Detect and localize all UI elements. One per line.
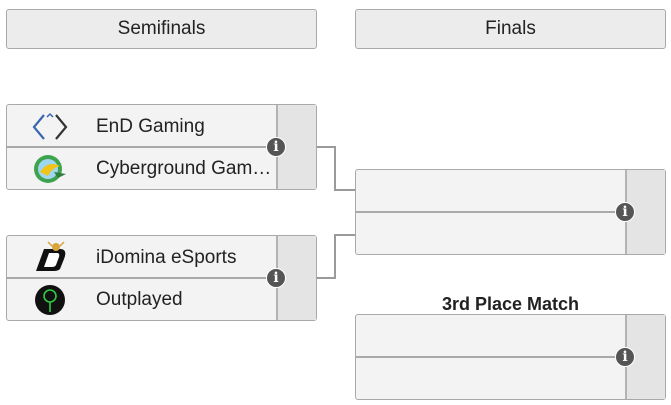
match-semifinal-1[interactable]: EnD Gaming Cyberground Gaming	[6, 104, 317, 190]
third-place-slot-1[interactable]	[356, 315, 625, 358]
info-icon[interactable]: i	[266, 268, 286, 288]
third-place-label: 3rd Place Match	[441, 294, 580, 314]
match-semifinal-2[interactable]: iDomina eSports Outplayed	[6, 235, 317, 321]
cyberground-gaming-logo-icon	[30, 152, 70, 186]
final-slot-1[interactable]	[356, 170, 625, 213]
info-icon[interactable]: i	[615, 202, 635, 222]
end-gaming-logo-icon	[30, 110, 70, 144]
idomina-esports-logo-icon	[30, 240, 70, 275]
team-name-cyberground-gaming: Cyberground Gaming	[96, 157, 272, 179]
info-glyph: i	[622, 204, 628, 220]
info-glyph: i	[622, 349, 628, 365]
round-title-semifinals: Semifinals	[117, 18, 206, 39]
team-name-idomina-esports: iDomina eSports	[96, 246, 237, 268]
round-title-finals: Finals	[485, 18, 536, 39]
info-icon[interactable]: i	[615, 347, 635, 367]
team-name-outplayed: Outplayed	[96, 288, 183, 310]
connector-semi2-to-final	[334, 234, 356, 236]
semifinal-1-slot-1[interactable]: EnD Gaming	[7, 105, 276, 148]
info-glyph: i	[273, 139, 279, 155]
semifinal-2-slot-2[interactable]: Outplayed	[7, 277, 276, 320]
final-slot-2[interactable]	[356, 211, 625, 254]
round-header-finals: Finals	[355, 9, 666, 49]
third-place-slot-2[interactable]	[356, 356, 625, 399]
semifinal-2-slot-1[interactable]: iDomina eSports	[7, 236, 276, 279]
outplayed-logo-icon	[30, 283, 70, 317]
semifinal-1-slot-2[interactable]: Cyberground Gaming	[7, 146, 276, 189]
round-header-semifinals: Semifinals	[6, 9, 317, 49]
connector-semi1-vertical	[334, 146, 336, 190]
info-icon[interactable]: i	[266, 137, 286, 157]
match-final[interactable]	[355, 169, 666, 255]
info-glyph: i	[273, 270, 279, 286]
team-name-end-gaming: EnD Gaming	[96, 115, 205, 137]
connector-semi1-to-final	[334, 189, 356, 191]
connector-semi2-vertical	[334, 234, 336, 279]
